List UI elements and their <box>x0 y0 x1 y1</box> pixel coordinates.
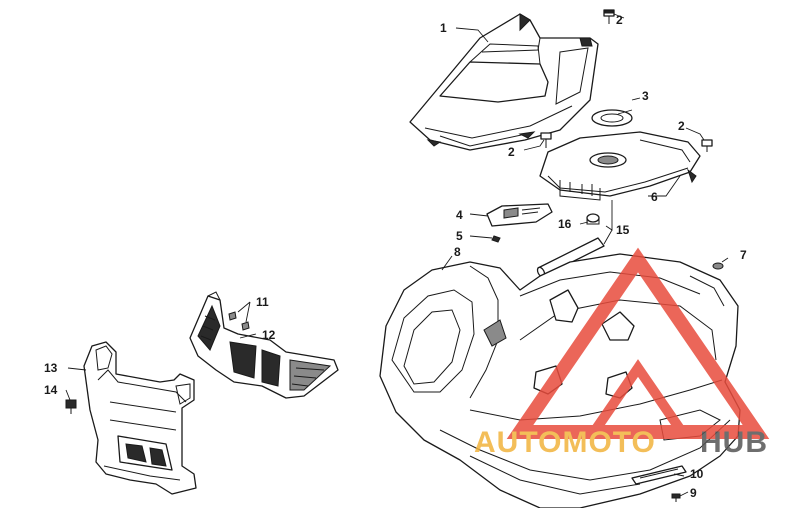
watermark-text-left: AUTOMOTO <box>474 426 656 459</box>
leader-lines <box>65 13 729 497</box>
part-6-upper-panel <box>539 131 701 201</box>
part-16-grommet <box>586 213 600 225</box>
watermark-text-right: HUB <box>700 426 768 459</box>
part-12-front-grille <box>189 291 339 399</box>
callout-10: 10 <box>690 467 704 481</box>
watermark-triangle-icon <box>506 247 770 439</box>
callout-15: 15 <box>616 223 630 237</box>
part-2-screw-top <box>603 9 615 24</box>
part-3-gasket-ring <box>591 109 633 127</box>
callout-2-right: 2 <box>678 119 685 133</box>
callout-6: 6 <box>651 190 658 204</box>
callout-numbers: 1 2 2 2 3 4 5 6 7 8 9 10 11 12 13 14 15 … <box>44 13 747 500</box>
callout-4: 4 <box>456 208 463 222</box>
callout-3: 3 <box>642 89 649 103</box>
callout-9: 9 <box>690 486 697 500</box>
callout-2-top: 2 <box>616 13 623 27</box>
part-14-bolt <box>65 399 77 414</box>
part-7-screw <box>712 262 724 270</box>
callout-5: 5 <box>456 229 463 243</box>
callout-16: 16 <box>558 217 572 231</box>
callout-13: 13 <box>44 361 58 375</box>
part-10-rubber-strip <box>631 465 687 485</box>
part-13-front-bumper <box>83 341 197 495</box>
part-5-clip <box>491 235 501 243</box>
watermark: AUTOMOTO HUB <box>474 247 770 459</box>
callout-7: 7 <box>740 248 747 262</box>
part-4-switch-bracket <box>486 203 553 227</box>
callout-8: 8 <box>454 245 461 259</box>
callout-11: 11 <box>256 295 269 309</box>
callout-1: 1 <box>440 21 447 35</box>
part-11-fasteners <box>228 311 250 331</box>
part-1-pod-cover <box>409 13 599 151</box>
callout-2-left: 2 <box>508 145 515 159</box>
part-2-screw-left <box>540 132 552 148</box>
part-9-screw <box>671 493 681 502</box>
callout-12: 12 <box>262 328 276 342</box>
callout-14: 14 <box>44 383 58 397</box>
part-2-screw-right <box>701 139 713 152</box>
